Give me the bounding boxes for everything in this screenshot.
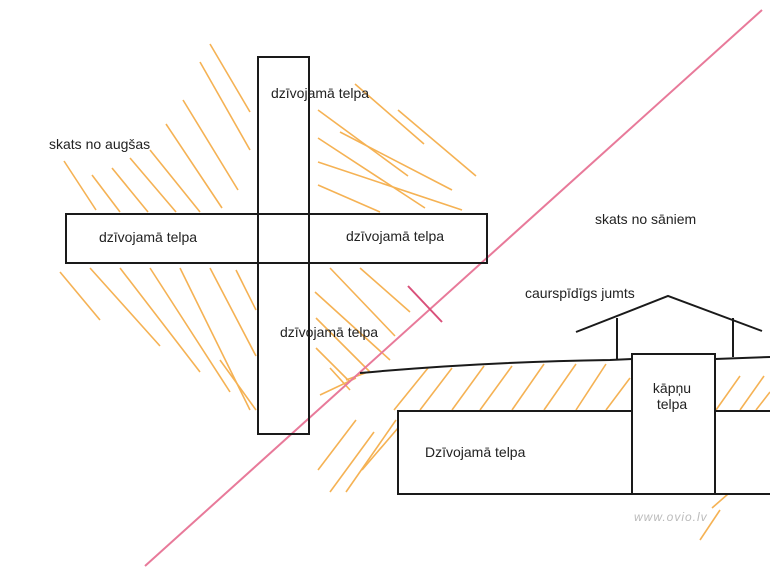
room-left-label: dzīvojamā telpa xyxy=(99,229,198,245)
hatch-stroke xyxy=(511,363,545,411)
hatch-stroke xyxy=(209,267,257,357)
room-bottom-label: dzīvojamā telpa xyxy=(280,324,379,340)
hatch-stroke xyxy=(317,419,357,471)
room-top-box xyxy=(257,56,310,215)
roof-outline xyxy=(575,294,763,333)
hatch-stroke xyxy=(317,161,463,211)
hatch-stroke xyxy=(165,123,223,209)
hatch-stroke xyxy=(89,267,161,347)
hatch-stroke xyxy=(129,157,177,213)
hatch-stroke xyxy=(59,271,101,321)
hatch-stroke xyxy=(199,61,251,151)
hatch-stroke xyxy=(63,160,97,211)
hatch-stroke xyxy=(329,367,351,391)
stair-room-box xyxy=(631,353,716,495)
top-view-caption: skats no augšas xyxy=(49,136,151,152)
hatch-stroke xyxy=(345,419,397,493)
hatch-stroke xyxy=(149,149,201,213)
hatch-stroke xyxy=(182,99,239,191)
roof-label: caurspīdīgs jumts xyxy=(525,285,635,301)
ground-line xyxy=(359,356,770,374)
hatch-stroke xyxy=(359,267,411,313)
light-hatching xyxy=(59,43,770,541)
hatch-stroke xyxy=(314,291,391,361)
hatch-stroke xyxy=(119,267,201,373)
divider-line xyxy=(144,9,763,567)
hatch-stroke xyxy=(209,43,251,113)
hatch-stroke xyxy=(317,184,381,213)
hatch-stroke xyxy=(715,375,741,411)
hatch-stroke xyxy=(149,267,231,393)
stair-label-line1: kāpņu xyxy=(652,380,692,396)
room-center-box xyxy=(257,213,310,264)
side-view-section xyxy=(359,294,770,495)
hatch-stroke xyxy=(419,367,453,411)
top-view-plan xyxy=(65,56,488,435)
hatch-stroke xyxy=(339,131,453,191)
room-right-label: dzīvojamā telpa xyxy=(346,228,445,244)
hatch-stroke xyxy=(329,267,396,337)
right-room-edge xyxy=(715,410,770,495)
hatch-stroke xyxy=(393,367,429,411)
hatch-stroke xyxy=(235,269,257,311)
hatch-stroke xyxy=(315,317,371,373)
stair-room-label: kāpņu telpa xyxy=(636,380,708,412)
room-bottom-box xyxy=(257,262,310,435)
hatch-stroke xyxy=(179,267,251,411)
hatch-stroke xyxy=(317,109,409,177)
hatch-stroke xyxy=(315,347,351,383)
hatch-stroke xyxy=(397,109,477,177)
hatch-stroke xyxy=(91,174,121,213)
hatch-stroke xyxy=(755,391,770,411)
hatch-stroke xyxy=(711,493,729,509)
hatch-stroke xyxy=(605,377,631,411)
hatch-stroke xyxy=(329,431,375,493)
watermark: www.ovio.lv xyxy=(634,510,708,524)
cross-mark xyxy=(407,285,443,323)
room-top-label: dzīvojamā telpa xyxy=(271,85,370,101)
hatch-stroke xyxy=(317,137,426,209)
hatch-stroke xyxy=(111,167,149,213)
hatch-stroke xyxy=(479,365,513,411)
hatch-stroke xyxy=(575,363,607,411)
side-view-caption: skats no sāniem xyxy=(595,211,697,227)
stair-label-line2: telpa xyxy=(656,396,688,412)
hatch-stroke xyxy=(354,83,425,145)
hatch-stroke xyxy=(543,363,577,411)
hatch-stroke xyxy=(699,509,721,541)
room-right-box xyxy=(308,213,488,264)
main-room-label: Dzīvojamā telpa xyxy=(425,444,526,460)
hatch-stroke xyxy=(739,375,765,411)
hatch-stroke xyxy=(219,359,257,411)
hatch-stroke xyxy=(451,365,485,411)
hatch-stroke xyxy=(361,427,399,471)
